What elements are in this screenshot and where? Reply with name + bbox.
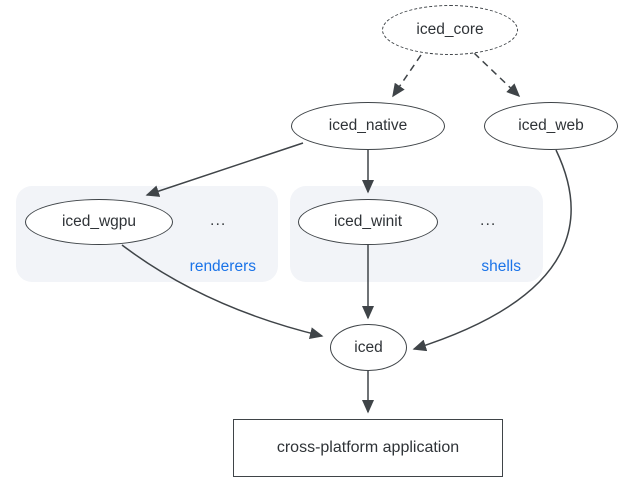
node-iced_core: iced_core [382,5,518,55]
shells-ellipsis: ... [480,212,497,229]
edge-iced_core-iced_web [473,52,521,98]
edge-iced_wgpu-iced [121,244,324,340]
edge-iced_core-iced_native [392,54,422,98]
node-iced_web: iced_web [484,102,618,150]
group-label-renderers: renderers [189,258,256,275]
node-iced_native-label: iced_native [328,117,408,134]
renderers-ellipsis: ... [210,212,227,229]
node-iced-label: iced [354,338,383,356]
edge-iced_web-iced [412,149,572,352]
node-iced_winit-label: iced_winit [333,213,403,230]
node-iced: iced [330,324,407,371]
node-cross-platform-application: cross-platform application [233,419,503,477]
node-iced_winit: iced_winit [298,199,438,245]
node-iced_native: iced_native [291,102,445,150]
node-app-label: cross-platform application [276,439,460,456]
node-iced_web-label: iced_web [518,117,584,134]
edge-iced_native-iced_wgpu [145,142,304,197]
group-label-shells: shells [481,258,521,275]
node-iced_wgpu-label: iced_wgpu [61,213,137,230]
node-iced_core-label: iced_core [416,21,484,38]
node-iced_wgpu: iced_wgpu [25,199,173,245]
